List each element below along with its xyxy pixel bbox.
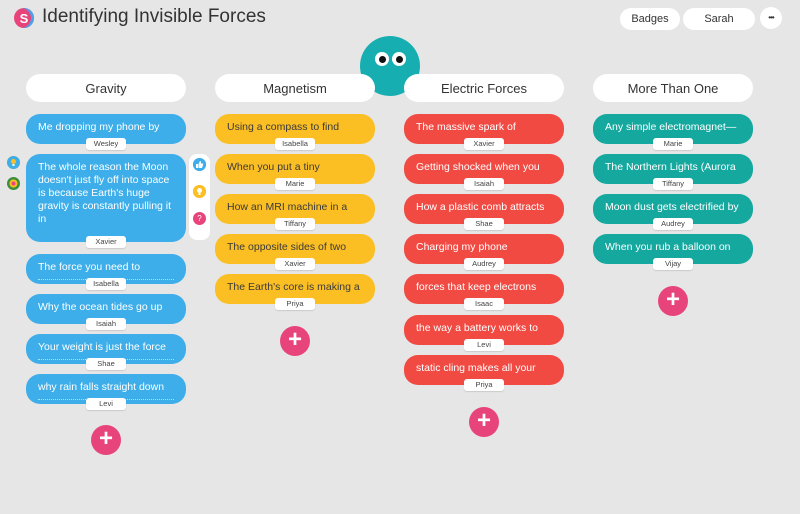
card-text: Moon dust gets electrified by — [605, 201, 739, 213]
card[interactable]: why rain falls straight down Levi — [26, 374, 186, 410]
card[interactable]: Charging my phone Audrey — [404, 234, 564, 270]
card-text: Your weight is just the force — [38, 341, 167, 353]
add-card-button-magnetism[interactable]: + — [280, 326, 310, 356]
card[interactable]: The opposite sides of two Xavier — [215, 234, 375, 270]
card-author: Priya — [464, 379, 504, 391]
card-author: Xavier — [86, 236, 126, 248]
card-text: static cling makes all your — [416, 362, 536, 374]
card[interactable]: Why the ocean tides go up Isaiah — [26, 294, 186, 330]
card-text: The Earth's core is making a — [227, 281, 360, 293]
card-text: Getting shocked when you — [416, 161, 540, 173]
add-card-button-gravity[interactable]: + — [91, 425, 121, 455]
card-author: Shae — [464, 218, 504, 230]
card[interactable]: forces that keep electrons Isaac — [404, 274, 564, 310]
badges-button[interactable]: Badges — [620, 8, 680, 30]
card-text: The force you need to — [38, 261, 141, 273]
card-author: Priya — [275, 298, 315, 310]
card-text: why rain falls straight down — [38, 381, 165, 393]
card-author: Tiffany — [653, 178, 693, 190]
card-author: Tiffany — [275, 218, 315, 230]
add-card-button-more-than-one[interactable]: + — [658, 286, 688, 316]
card[interactable]: Getting shocked when you Isaiah — [404, 154, 564, 190]
card-author: Levi — [464, 339, 504, 351]
page-title: Identifying Invisible Forces — [42, 6, 266, 27]
card-author: Isabella — [275, 138, 315, 150]
card-author: Vijay — [653, 258, 693, 270]
lightbulb-badge-icon[interactable] — [7, 156, 20, 169]
more-options-button[interactable]: ••• — [760, 7, 782, 29]
card-author: Isaiah — [464, 178, 504, 190]
reaction-strip: ? — [189, 154, 210, 240]
card-text: The Northern Lights (Aurora — [605, 161, 736, 173]
card-text: When you put a tiny — [227, 161, 320, 173]
card-author: Shae — [86, 358, 126, 370]
more-icon: ••• — [768, 13, 774, 22]
card[interactable]: Using a compass to find Isabella — [215, 114, 375, 150]
card[interactable]: Me dropping my phone by Wesley — [26, 114, 186, 150]
mascot-eye-right — [392, 52, 406, 66]
column-header-gravity[interactable]: Gravity — [26, 74, 186, 102]
column-header-magnetism[interactable]: Magnetism — [215, 74, 375, 102]
card-author: Isaiah — [86, 318, 126, 330]
card-author: Isabella — [86, 278, 126, 290]
card-text: The massive spark of — [416, 121, 516, 133]
card-author: Isaac — [464, 298, 504, 310]
card-text: The whole reason the Moon doesn't just f… — [38, 161, 172, 225]
card[interactable]: Any simple electromagnet— Marie — [593, 114, 753, 150]
card-author: Wesley — [86, 138, 126, 150]
card-author: Xavier — [464, 138, 504, 150]
card[interactable]: How a plastic comb attracts Shae — [404, 194, 564, 230]
app-logo[interactable]: S — [14, 8, 34, 28]
card-author: Marie — [653, 138, 693, 150]
card-text: Using a compass to find — [227, 121, 340, 133]
user-button[interactable]: Sarah — [683, 8, 755, 30]
mascot-eye-left — [375, 52, 389, 66]
card[interactable]: How an MRI machine in a Tiffany — [215, 194, 375, 230]
card-text: The opposite sides of two — [227, 241, 347, 253]
lightbulb-icon[interactable] — [193, 185, 206, 198]
card[interactable]: The massive spark of Xavier — [404, 114, 564, 150]
card[interactable]: When you put a tiny Marie — [215, 154, 375, 190]
card-author: Marie — [275, 178, 315, 190]
card-author: Audrey — [653, 218, 693, 230]
card-author: Xavier — [275, 258, 315, 270]
card-text: How an MRI machine in a — [227, 201, 348, 213]
card-text: Any simple electromagnet— — [605, 121, 737, 133]
card-author: Levi — [86, 398, 126, 410]
question-icon[interactable]: ? — [193, 212, 206, 225]
card[interactable]: The force you need to Isabella — [26, 254, 186, 290]
card-text: How a plastic comb attracts — [416, 201, 545, 213]
column-header-electric-forces[interactable]: Electric Forces — [404, 74, 564, 102]
card-text: Charging my phone — [416, 241, 508, 253]
column-header-more-than-one[interactable]: More Than One — [593, 74, 753, 102]
card[interactable]: Your weight is just the force Shae — [26, 334, 186, 370]
card[interactable]: The Earth's core is making a Priya — [215, 274, 375, 310]
card[interactable]: When you rub a balloon on Vijay — [593, 234, 753, 270]
card-text: forces that keep electrons — [416, 281, 537, 293]
card-text: Me dropping my phone by — [38, 121, 160, 133]
card-author: Audrey — [464, 258, 504, 270]
card[interactable]: Moon dust gets electrified by Audrey — [593, 194, 753, 230]
card[interactable]: The whole reason the Moon doesn't just f… — [26, 154, 186, 248]
thumbs-up-icon[interactable] — [193, 158, 206, 171]
card-text: When you rub a balloon on — [605, 241, 731, 253]
target-badge-icon[interactable] — [7, 177, 20, 190]
card-text: Why the ocean tides go up — [38, 301, 163, 313]
card-text: the way a battery works to — [416, 322, 538, 334]
add-card-button-electric-forces[interactable]: + — [469, 407, 499, 437]
card[interactable]: The Northern Lights (Aurora Tiffany — [593, 154, 753, 190]
card[interactable]: static cling makes all your Priya — [404, 355, 564, 391]
card[interactable]: the way a battery works to Levi — [404, 315, 564, 351]
